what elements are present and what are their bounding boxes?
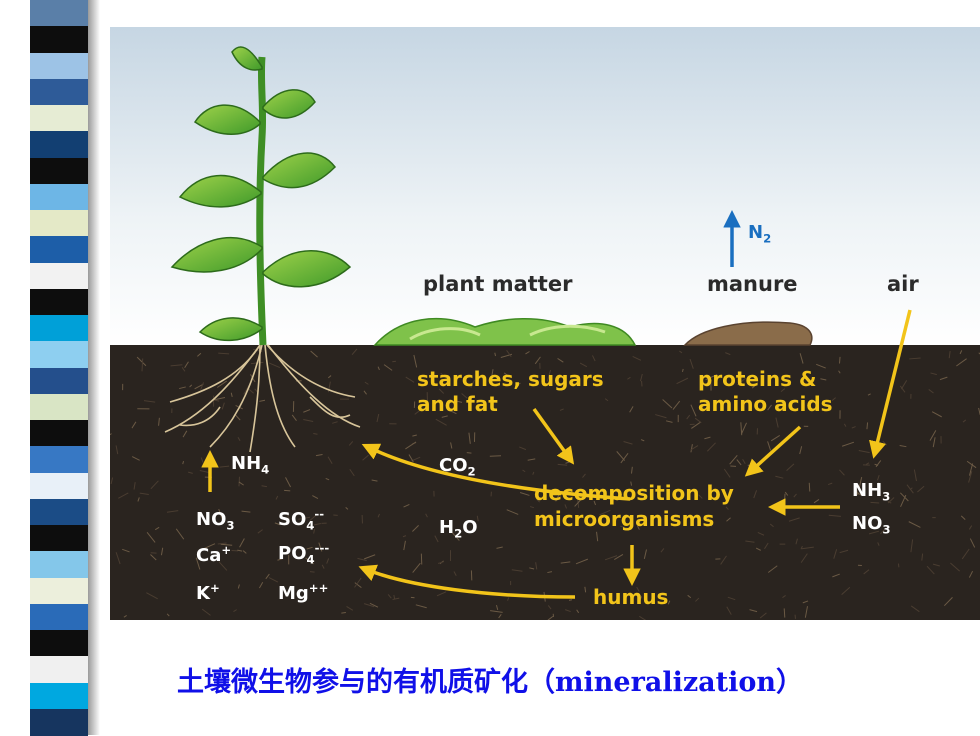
stripe-segment <box>30 289 88 316</box>
soil-speck <box>239 477 240 487</box>
label-mg: Mg++ <box>278 585 328 603</box>
label-nh4: NH4 <box>231 455 269 473</box>
stripe-segment <box>30 263 88 290</box>
stripe-segment <box>30 79 88 106</box>
stripe-segment <box>30 158 88 185</box>
stripe-segment <box>30 446 88 473</box>
decorative-stripe-bar <box>0 0 110 735</box>
soil-speck <box>341 613 346 614</box>
label-nh3-right: NH3 <box>852 482 890 500</box>
soil-speck <box>871 502 880 503</box>
label-proteins: proteins & <box>698 369 816 389</box>
label-no3-right: NO3 <box>852 515 891 533</box>
label-k: K+ <box>196 585 220 603</box>
slide-caption: 土壤微生物参与的有机质矿化（mineralization） <box>0 660 980 699</box>
stripe-segment <box>30 604 88 631</box>
stripe-segment <box>30 709 88 736</box>
soil-speck <box>569 600 572 601</box>
stripe-segment <box>30 341 88 368</box>
stripe-segment <box>30 473 88 500</box>
label-microorganisms: microorganisms <box>534 509 714 529</box>
label-starches: starches, sugars <box>417 369 604 389</box>
label-ca: Ca+ <box>196 547 231 565</box>
stripe-segment <box>30 53 88 80</box>
stripe-segment <box>30 131 88 158</box>
soil-speck <box>840 357 841 364</box>
label-air: air <box>887 274 919 295</box>
label-n2: N2 <box>748 224 771 242</box>
stripe-segment <box>30 551 88 578</box>
label-fat: and fat <box>417 394 498 414</box>
label-co2: CO2 <box>439 457 476 475</box>
stripe-segment <box>30 210 88 237</box>
stripe-segment <box>30 26 88 53</box>
stripe-segment <box>30 236 88 263</box>
stripe-segment <box>30 0 88 27</box>
label-plant-matter: plant matter <box>423 274 572 295</box>
label-humus: humus <box>593 587 668 607</box>
label-decomposition: decomposition by <box>534 483 734 503</box>
soil-speck <box>809 483 810 492</box>
stripe-segment <box>30 420 88 447</box>
nitrogen-cycle-diagram: plant matter manure air N2 starches, sug… <box>110 27 980 620</box>
soil-speck <box>784 608 785 617</box>
label-h2o: H2O <box>439 519 478 537</box>
label-no3-left: NO3 <box>196 511 235 529</box>
label-po4: PO4--- <box>278 545 329 563</box>
soil-speck <box>867 422 868 429</box>
stripe-segment <box>30 578 88 605</box>
soil-speck <box>682 369 683 372</box>
stripe-segment <box>30 394 88 421</box>
label-manure: manure <box>707 274 798 295</box>
stripe-segment <box>30 499 88 526</box>
label-so4: SO4-- <box>278 511 324 529</box>
stripe-segment <box>30 525 88 552</box>
soil-speck <box>310 572 315 573</box>
stripe-segment <box>30 184 88 211</box>
label-amino-acids: amino acids <box>698 394 833 414</box>
soil-speck <box>495 353 496 356</box>
stripe-segment <box>30 315 88 342</box>
stripe-segment <box>30 630 88 657</box>
diagram-artwork <box>110 27 980 620</box>
stripe-segment <box>30 105 88 132</box>
stripe-segment <box>30 368 88 395</box>
stripe-shadow <box>88 0 100 735</box>
